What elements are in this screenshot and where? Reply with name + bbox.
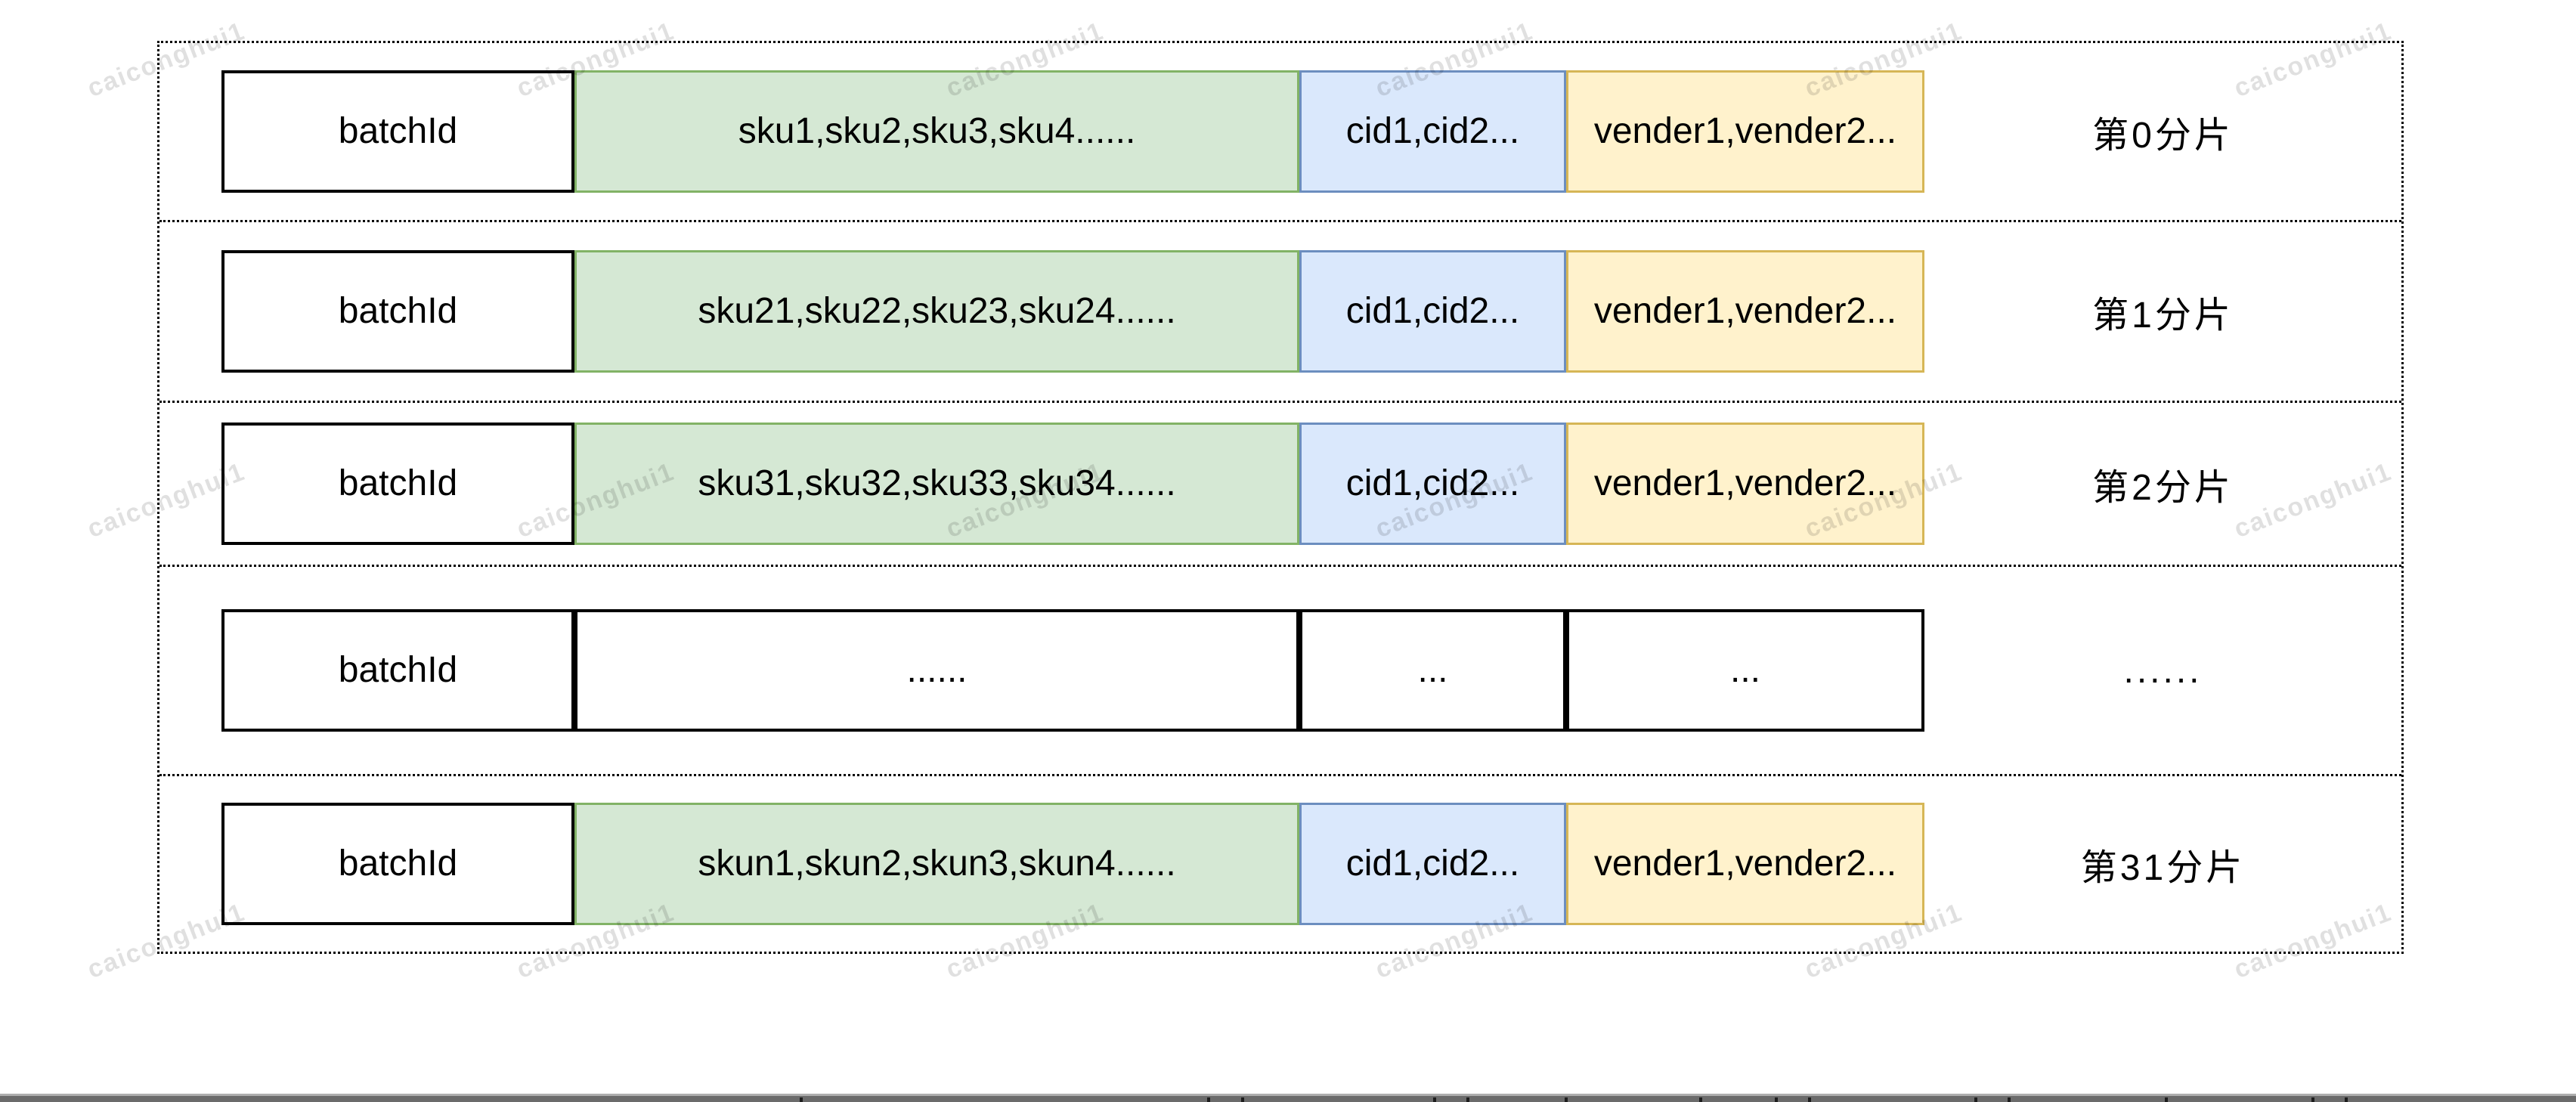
taskbar-tick — [2345, 1097, 2348, 1102]
shard-row-1: batchId sku21,sku22,sku23,sku24...... ci… — [159, 222, 2401, 403]
taskbar-tick — [1699, 1097, 1702, 1102]
shard-label: 第0分片 — [2092, 116, 2234, 156]
taskbar-edge — [0, 1094, 2576, 1102]
vender-list-cell: vender1,vender2... — [1566, 250, 1924, 373]
taskbar-tick — [1207, 1097, 1210, 1102]
sku-list-cell: sku1,sku2,sku3,sku4...... — [574, 70, 1299, 193]
vender-list-cell: ... — [1566, 609, 1924, 732]
cid-list-cell: cid1,cid2... — [1299, 250, 1566, 373]
taskbar-tick — [1775, 1097, 1778, 1102]
shard-row-2: batchId sku31,sku32,sku33,sku34...... ci… — [159, 403, 2401, 567]
cid-list-cell: cid1,cid2... — [1299, 423, 1566, 545]
taskbar-tick — [2311, 1097, 2314, 1102]
shard-label: ...... — [2123, 650, 2203, 691]
shard-label: 第1分片 — [2092, 296, 2234, 336]
shard-diagram: batchId sku1,sku2,sku3,sku4...... cid1,c… — [157, 41, 2404, 954]
taskbar-tick — [1974, 1097, 1977, 1102]
cid-list-cell: cid1,cid2... — [1299, 70, 1566, 193]
cid-list-cell: ... — [1299, 609, 1566, 732]
taskbar-tick — [1466, 1097, 1469, 1102]
batchid-cell: batchId — [221, 609, 574, 732]
batchid-cell: batchId — [221, 70, 574, 193]
vender-list-cell: vender1,vender2... — [1566, 423, 1924, 545]
shard-row-31: batchId skun1,skun2,skun3,skun4...... ci… — [159, 776, 2401, 952]
batchid-cell: batchId — [221, 250, 574, 373]
sku-list-cell: sku31,sku32,sku33,sku34...... — [574, 423, 1299, 545]
shard-label: 第2分片 — [2092, 468, 2234, 508]
taskbar-tick — [1808, 1097, 1811, 1102]
sku-list-cell: skun1,skun2,skun3,skun4...... — [574, 803, 1299, 925]
shard-label: 第31分片 — [2080, 848, 2246, 888]
vender-list-cell: vender1,vender2... — [1566, 70, 1924, 193]
sku-list-cell: ...... — [574, 609, 1299, 732]
cid-list-cell: cid1,cid2... — [1299, 803, 1566, 925]
taskbar-tick — [800, 1097, 803, 1102]
sku-list-cell: sku21,sku22,sku23,sku24...... — [574, 250, 1299, 373]
batchid-cell: batchId — [221, 803, 574, 925]
taskbar-tick — [1565, 1097, 1568, 1102]
taskbar-tick — [1433, 1097, 1436, 1102]
taskbar-tick — [2165, 1097, 2168, 1102]
shard-row-0: batchId sku1,sku2,sku3,sku4...... cid1,c… — [159, 43, 2401, 222]
taskbar-tick — [2008, 1097, 2011, 1102]
shard-row-ellipsis: batchId ...... ... ... ...... — [159, 567, 2401, 776]
taskbar-tick — [1241, 1097, 1244, 1102]
batchid-cell: batchId — [221, 423, 574, 545]
vender-list-cell: vender1,vender2... — [1566, 803, 1924, 925]
